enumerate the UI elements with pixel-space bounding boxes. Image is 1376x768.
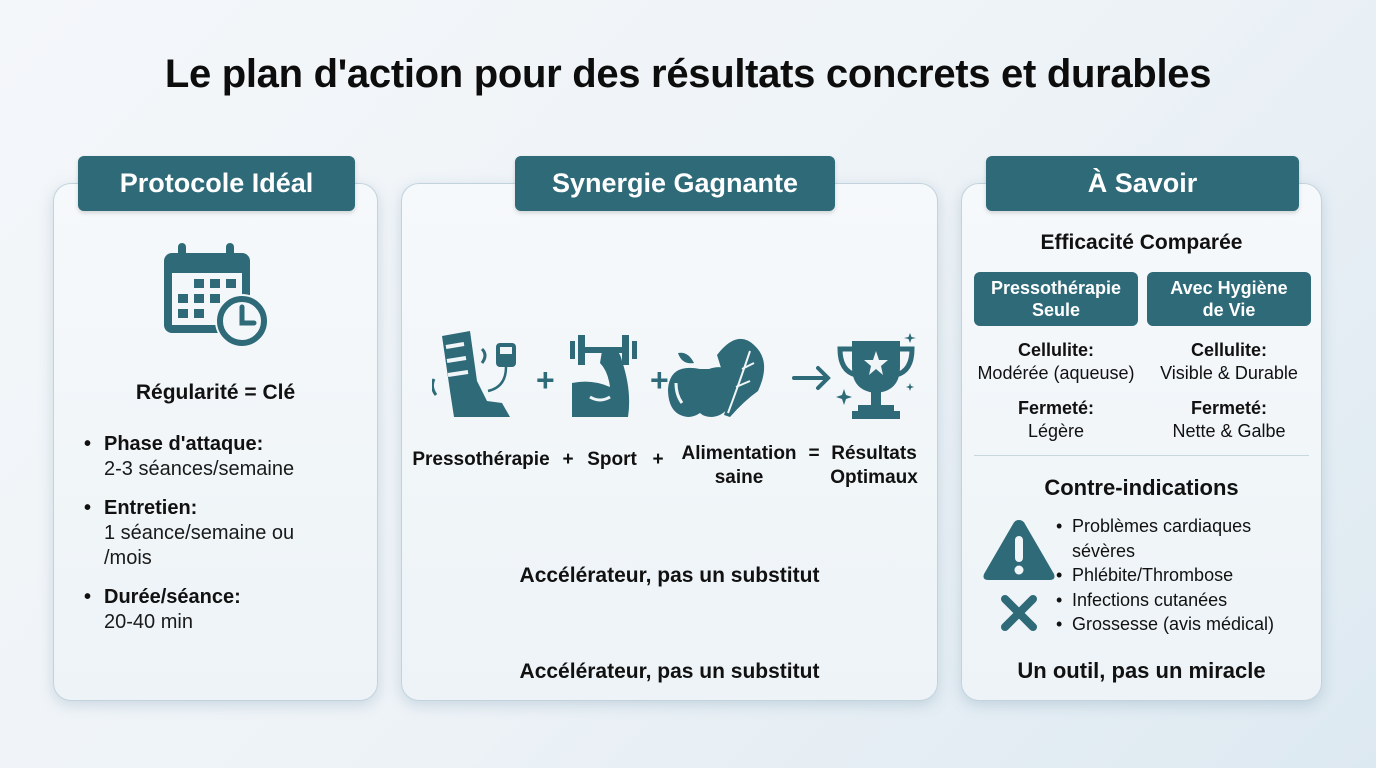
calendar-clock-icon [164, 243, 269, 348]
plus-icon: + [536, 362, 555, 398]
know-header: À Savoir [986, 156, 1299, 211]
plus-icon: + [650, 362, 669, 398]
protocol-list: Phase d'attaque:2-3 séances/semaine Entr… [84, 432, 324, 649]
compare-column-alone: Cellulite: Modérée (aqueuse) Fermeté: Lé… [977, 340, 1135, 441]
protocol-subtitle: Régularité = Clé [135, 381, 296, 404]
list-item: Grossesse (avis médical) [1056, 612, 1274, 637]
contra-title: Contre-indications [1044, 475, 1239, 500]
compare-title: Efficacité Comparée [1040, 231, 1243, 254]
list-item: Phlébite/Thrombose [1056, 563, 1274, 588]
divider [974, 455, 1309, 456]
protocol-panel: Protocole Idéal Régularité = Clé Phase d… [53, 156, 378, 701]
list-item: Phase d'attaque:2-3 séances/semaine [84, 432, 324, 482]
synergy-header: Synergie Gagnante [515, 156, 835, 211]
compare-column-lifestyle: Cellulite: Visible & Durable Fermeté: Ne… [1160, 340, 1298, 441]
synergy-panel: Synergie Gagnante + + [401, 156, 938, 701]
know-panel: À Savoir Efficacité Comparée Pressothéra… [961, 156, 1322, 701]
pressotherapy-boot-icon [432, 331, 516, 417]
trophy-icon [836, 333, 916, 419]
cross-icon [1001, 595, 1037, 631]
page-title: Le plan d'action pour des résultats conc… [164, 52, 1212, 96]
list-item: Problèmes cardiaques sévères [1056, 514, 1272, 563]
contra-list: Problèmes cardiaques sévères Phlébite/Th… [1056, 514, 1274, 637]
muscle-dumbbell-icon [570, 335, 637, 417]
synergy-tagline: Accélérateur, pas un substitut [519, 564, 820, 587]
list-item: Entretien:1 séance/semaine ou /mois [84, 496, 324, 571]
synergy-tagline-repeat: Accélérateur, pas un substitut [519, 660, 820, 683]
list-item: Infections cutanées [1056, 588, 1274, 613]
know-footer: Un outil, pas un miracle [1017, 658, 1266, 683]
synergy-icons: + + [432, 331, 916, 419]
list-item: Durée/séance:20-40 min [84, 585, 324, 635]
protocol-header: Protocole Idéal [78, 156, 355, 211]
synergy-equation: Pressothérapie + Sport + Alimentation sa… [412, 443, 918, 488]
warning-icon [983, 520, 1055, 580]
arrow-right-icon [792, 366, 831, 390]
apple-leaf-icon [668, 338, 765, 417]
